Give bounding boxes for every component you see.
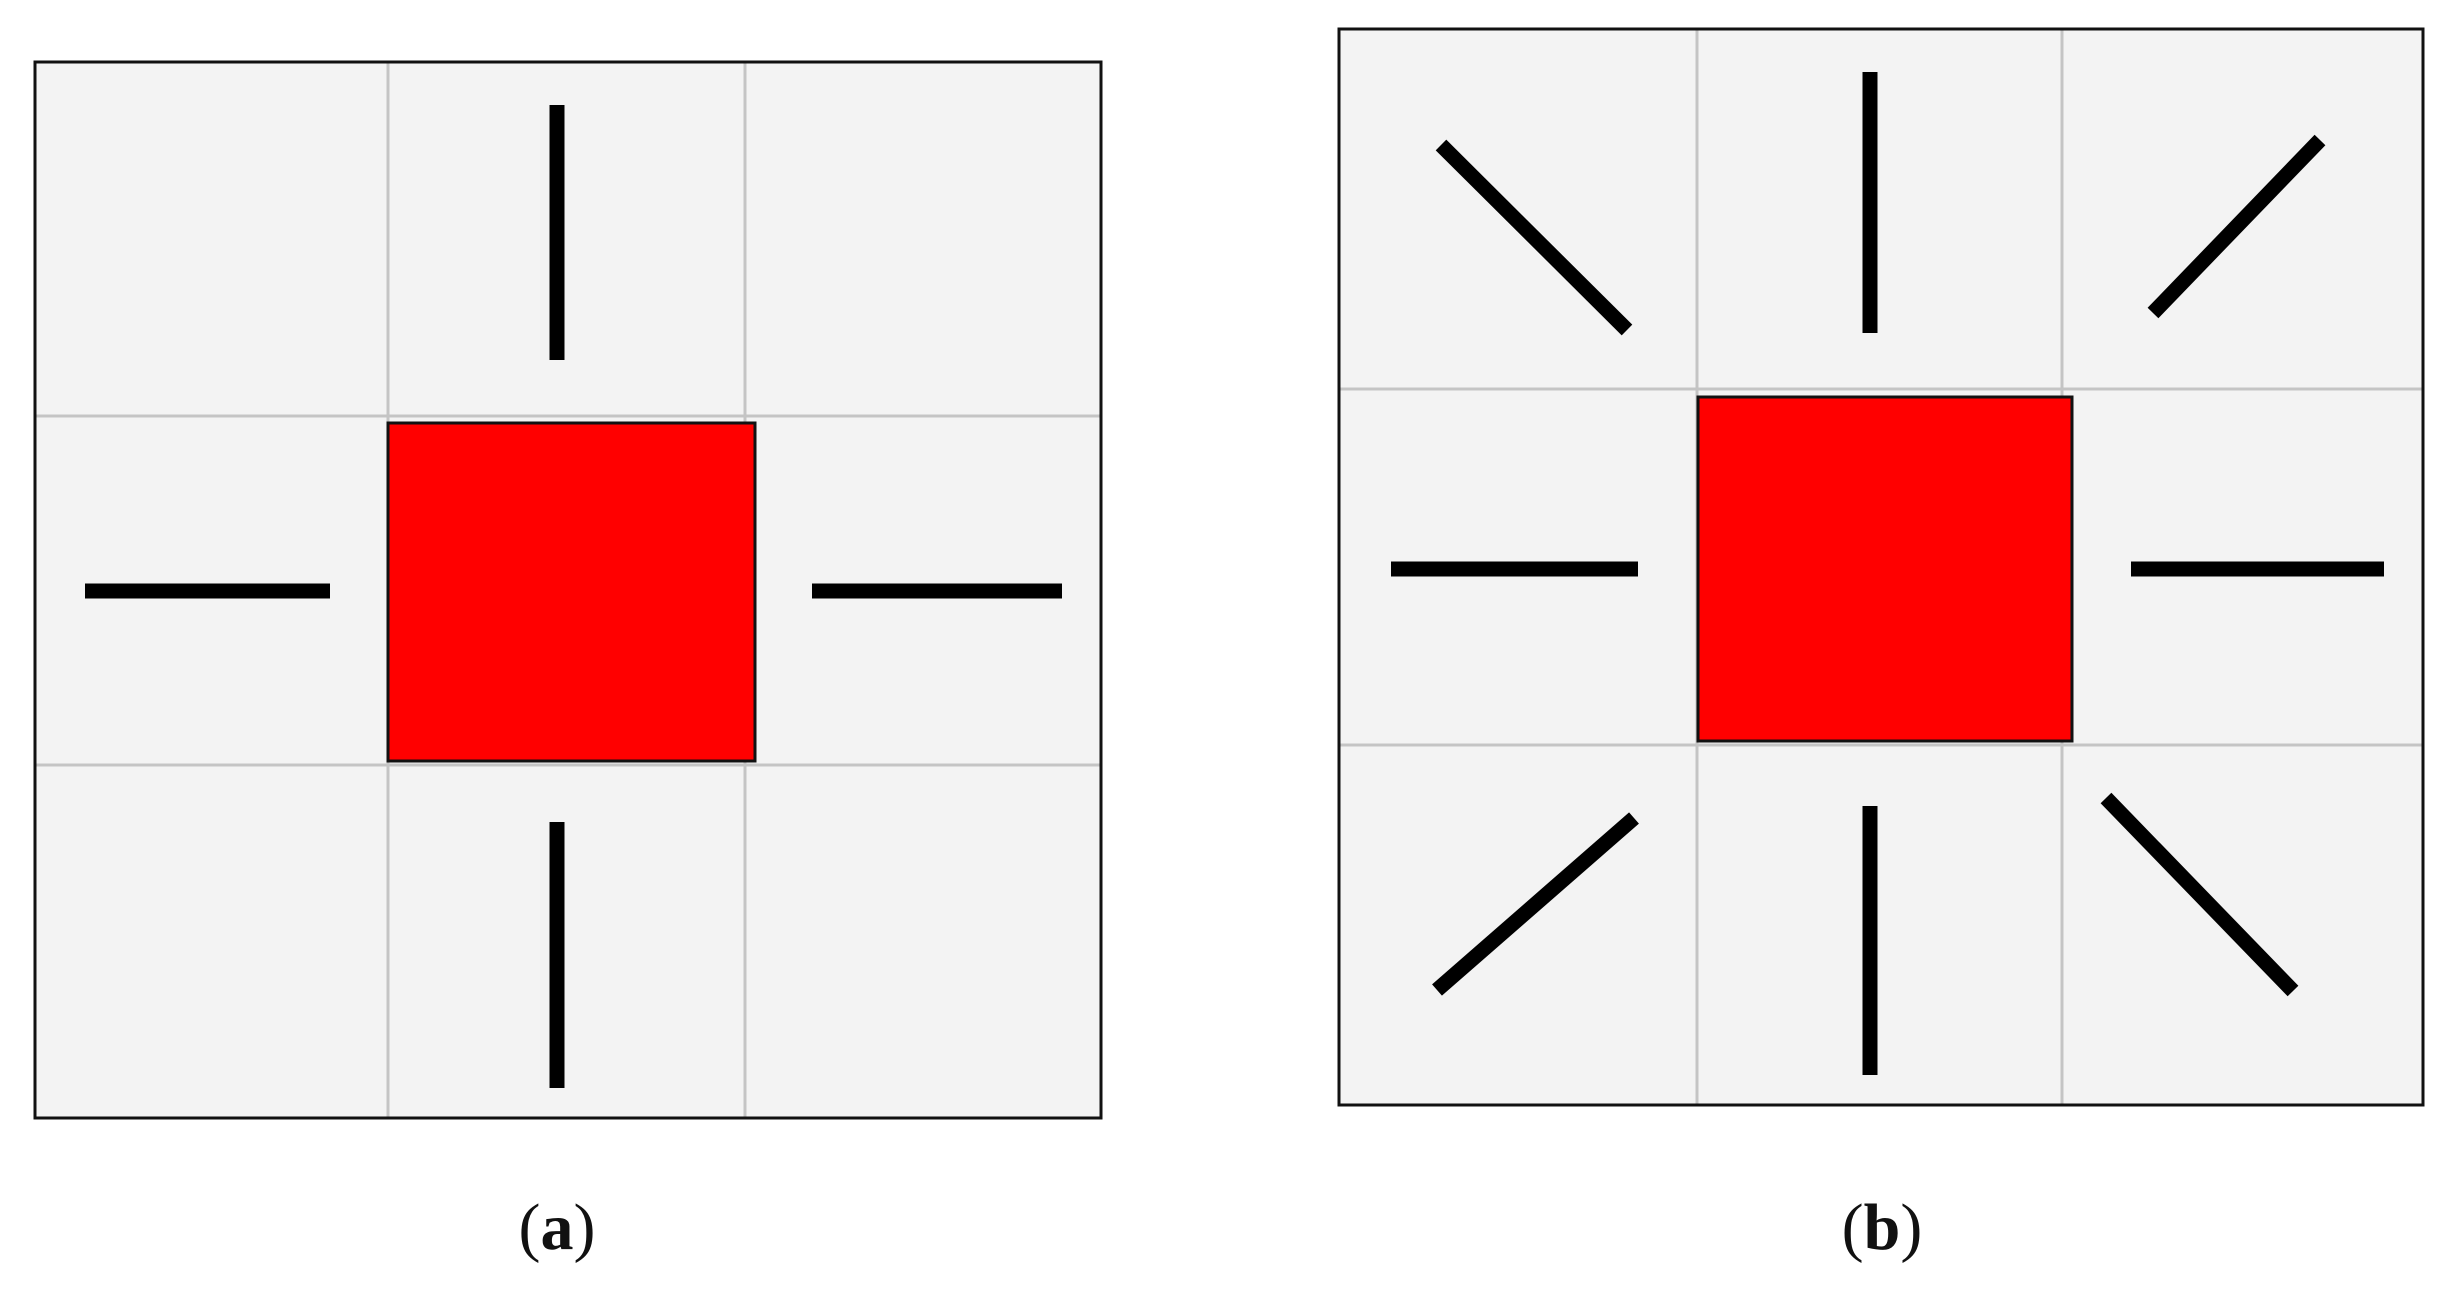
caption-close-paren: ) <box>1900 1191 1923 1264</box>
caption-close-paren: ) <box>573 1191 596 1264</box>
panel-a <box>33 60 1103 1120</box>
caption-open-paren: ( <box>518 1191 541 1264</box>
arrow-down-left-icon <box>1432 812 1639 996</box>
panel-a-frame <box>33 60 1103 1120</box>
center-cell-red-square <box>1696 395 2074 743</box>
panel-b-arrows <box>1391 72 2384 1075</box>
panel-a-arrows <box>85 105 1062 1088</box>
panel-b-frame <box>1337 27 2425 1107</box>
arrow-up-right-icon <box>2147 134 2326 319</box>
panel-b-caption: (b) <box>1782 1195 1982 1261</box>
caption-open-paren: ( <box>1841 1191 1864 1264</box>
arrow-down-right-icon <box>2100 792 2299 997</box>
arrow-up-left-icon <box>1435 139 1633 336</box>
center-cell-red-square <box>386 421 757 763</box>
caption-letter: b <box>1863 1191 1901 1264</box>
panel-a-caption: (a) <box>457 1195 657 1261</box>
caption-letter: a <box>540 1191 574 1264</box>
panel-b <box>1337 27 2425 1107</box>
